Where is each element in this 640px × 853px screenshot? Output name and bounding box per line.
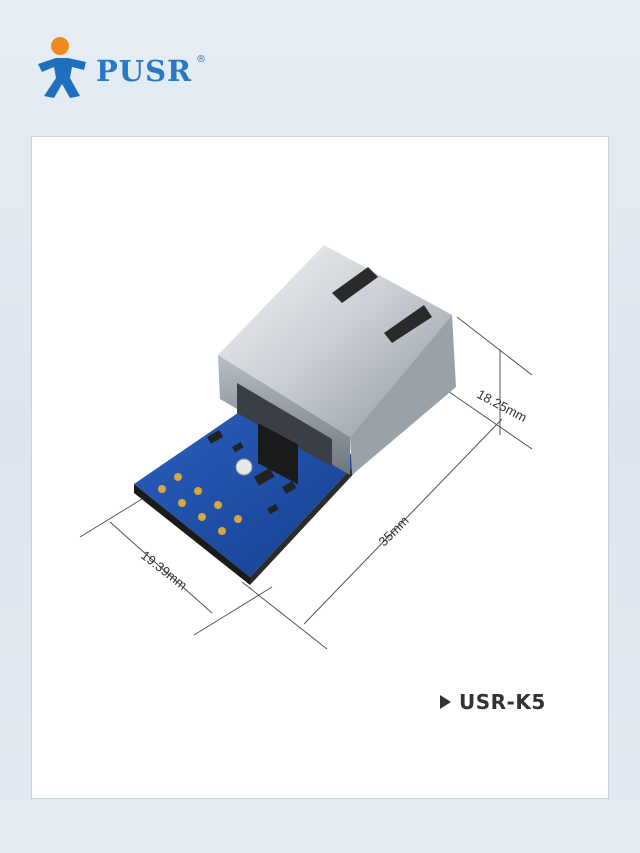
- rj45-ethernet-module-image: 18.25mm 35mm 19.39mm: [79, 245, 533, 650]
- pcb-pins: [158, 473, 242, 535]
- brand-name: PUSR: [96, 54, 193, 88]
- dimension-lines: [79, 316, 533, 650]
- pusr-logo-icon: [38, 37, 86, 98]
- rj45-side: [350, 315, 456, 475]
- pcb-components: [206, 430, 297, 515]
- registered-mark: ®: [196, 54, 206, 65]
- model-label: USR-K5: [440, 689, 546, 715]
- rj45-top: [218, 245, 452, 437]
- model-name: USR-K5: [459, 690, 546, 714]
- dim-length: 35mm: [376, 513, 412, 549]
- triangle-right-icon: [440, 695, 451, 709]
- product-card: 18.25mm 35mm 19.39mm USR-K5: [31, 136, 609, 799]
- dim-width: 19.39mm: [138, 548, 190, 593]
